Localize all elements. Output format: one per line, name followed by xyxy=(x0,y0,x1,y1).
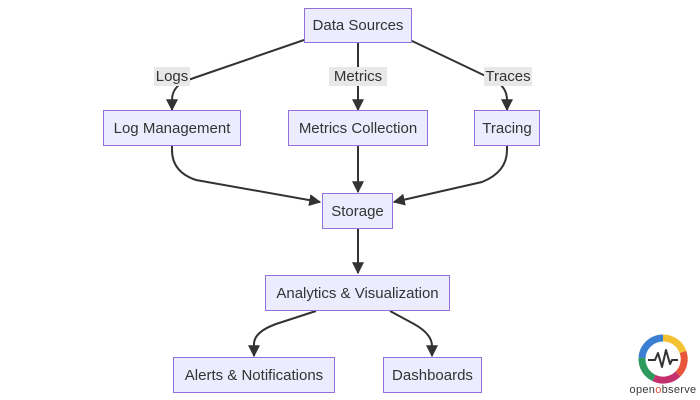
node-data-sources[interactable]: Data Sources xyxy=(304,8,412,43)
edge-logmgmt-to-storage xyxy=(171,146,322,207)
node-storage[interactable]: Storage xyxy=(322,193,393,229)
edge-label-metrics: Metrics xyxy=(329,67,387,86)
edge-analytics-to-dashboards xyxy=(389,310,438,358)
node-log-management[interactable]: Log Management xyxy=(103,110,241,146)
node-tracing[interactable]: Tracing xyxy=(474,110,540,146)
logo-text-suffix: bserve xyxy=(661,384,697,396)
node-alerts-notifications[interactable]: Alerts & Notifications xyxy=(173,357,335,393)
node-analytics-visualization[interactable]: Analytics & Visualization xyxy=(265,275,450,311)
edge-sources-to-logs xyxy=(166,39,305,112)
edge-analytics-to-alerts xyxy=(248,310,317,358)
node-dashboards[interactable]: Dashboards xyxy=(383,357,482,393)
edge-label-logs: Logs xyxy=(154,67,190,86)
logo-ring-icon xyxy=(638,334,688,384)
logo-text-highlight: o xyxy=(655,384,662,396)
logo-wordmark: openobserve xyxy=(626,384,700,396)
logo-text-prefix: open xyxy=(629,384,656,396)
edge-tracing-to-storage xyxy=(392,146,508,206)
openobserve-logo: openobserve xyxy=(626,332,700,400)
node-metrics-collection[interactable]: Metrics Collection xyxy=(288,110,428,146)
edge-label-traces: Traces xyxy=(484,67,532,86)
